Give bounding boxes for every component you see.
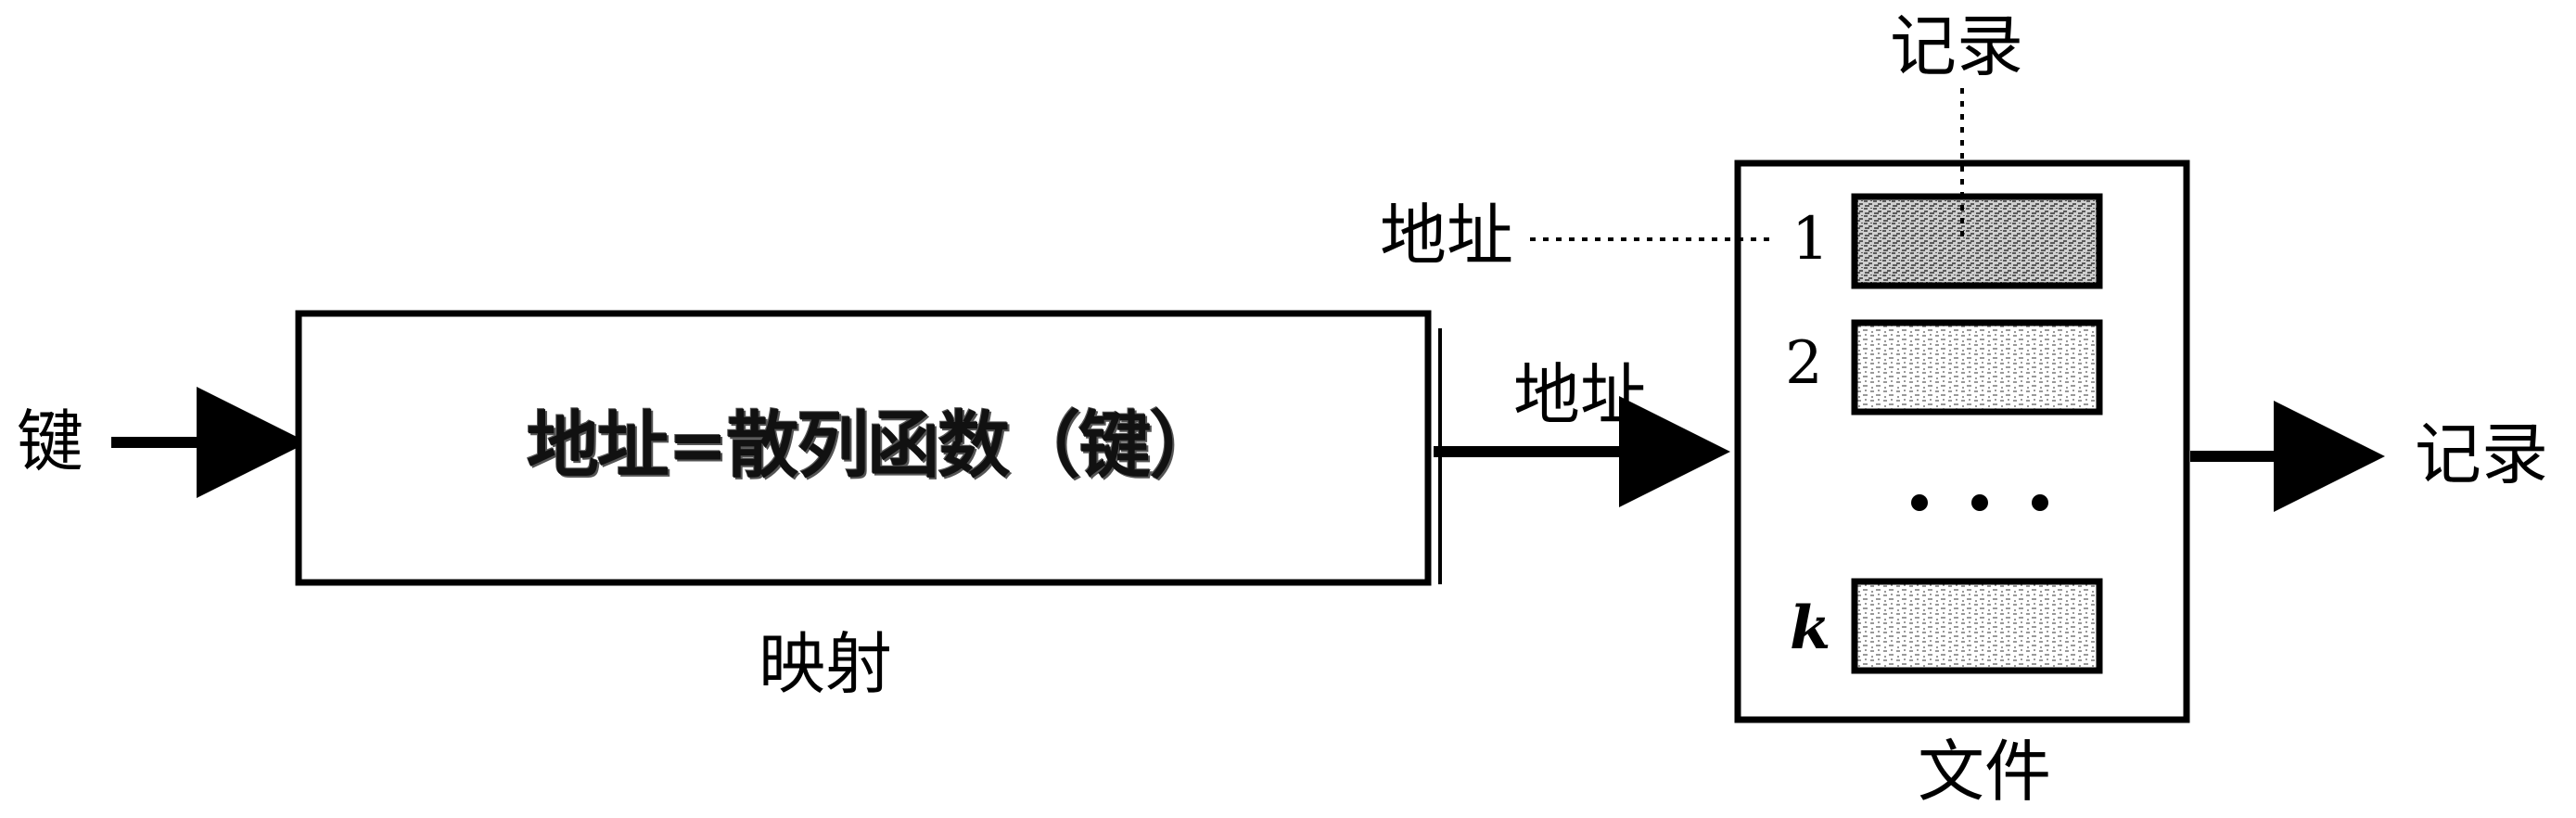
ellipsis-dot [1971, 494, 1988, 511]
file-caption: 文件 [1918, 733, 2052, 811]
record-pointer-label: 记录 [1890, 7, 2024, 85]
address-arrow-label: 地址 [1513, 356, 1648, 434]
slot-label-1: 1 [1792, 205, 1830, 274]
mapping-caption: 映射 [759, 625, 893, 703]
record-slot-k [1851, 578, 2103, 674]
record-slot-1 [1851, 193, 2103, 289]
address-pointer-label: 地址 [1380, 197, 1514, 275]
input-label: 键 [17, 403, 84, 480]
ellipsis-dot [1911, 494, 1928, 511]
hash-function-text: 地址=散列函数（键） [527, 404, 1221, 488]
slot-label-2: 2 [1785, 329, 1823, 398]
ellipsis-dot [2032, 494, 2048, 511]
output-label: 记录 [2415, 415, 2549, 493]
hash-function-box [295, 310, 1432, 586]
record-slot-2 [1851, 319, 2103, 415]
slot-label-k: k [1790, 594, 1831, 663]
